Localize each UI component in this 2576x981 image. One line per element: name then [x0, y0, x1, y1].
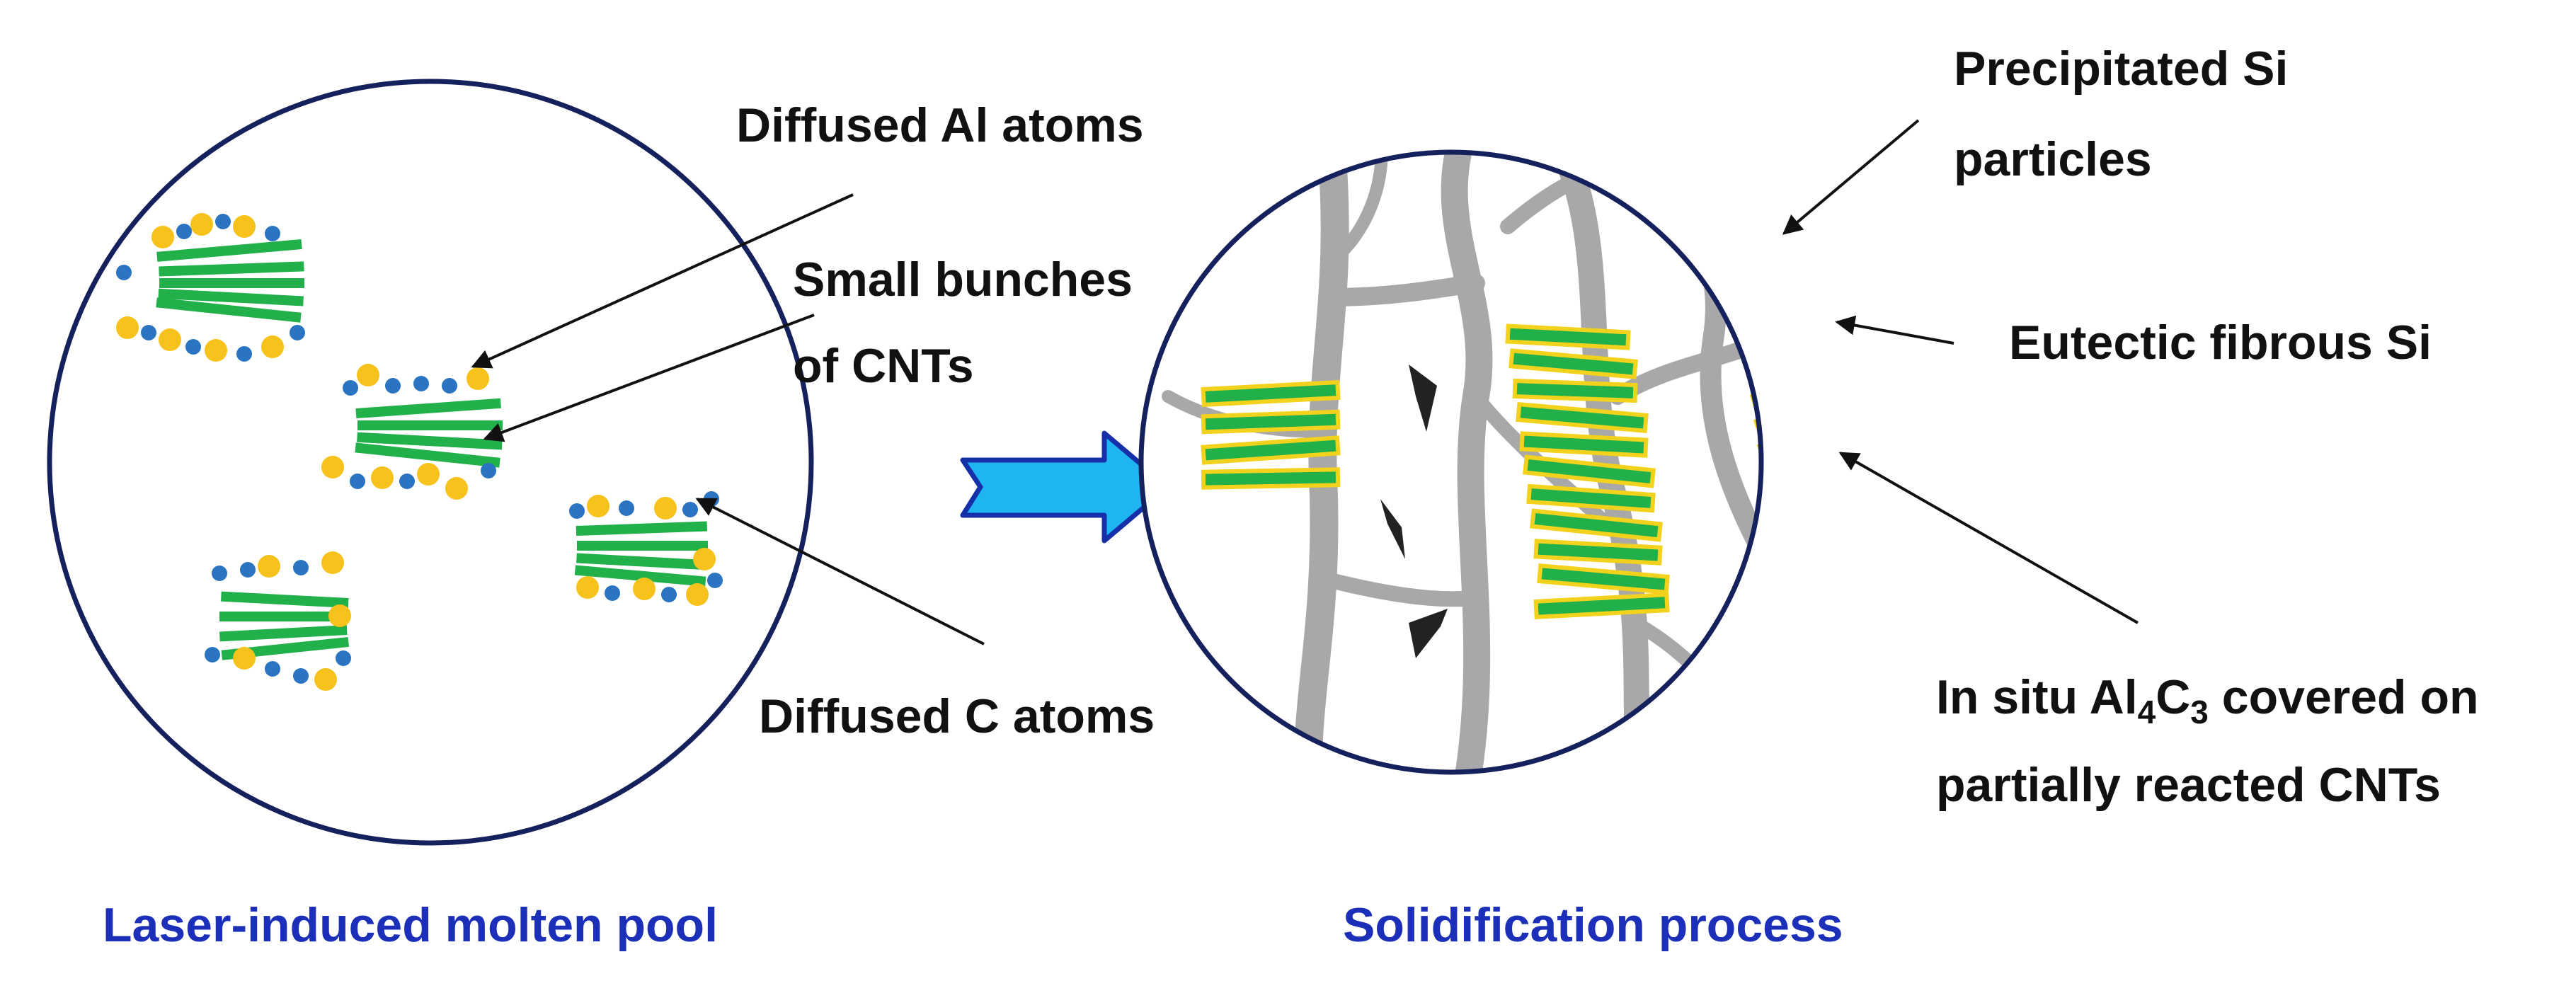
precipitated-si-pointer: [1782, 119, 1920, 235]
cnt-bunch: [116, 213, 305, 362]
label-particles: particles: [1954, 132, 2152, 186]
cnt-bunch: [205, 551, 351, 691]
al4c3-covered-cnts: [1201, 323, 1761, 619]
solidification-panel: Precipitated Si particles Eutectic fibro…: [1138, 42, 2479, 952]
right-arrow-icon: [960, 430, 1171, 544]
label-small-bunches: Small bunches: [793, 253, 1133, 306]
label-eutectic-si: Eutectic fibrous Si: [2009, 316, 2432, 369]
eutectic-si-pointer: [1835, 315, 1954, 345]
label-diffused-al: Diffused Al atoms: [736, 98, 1144, 152]
cnt-bunch-pointer: [483, 314, 815, 442]
solidification-circle-bg: [1141, 152, 1761, 772]
al4c3-pointer: [1838, 452, 2139, 624]
label-al4c3-line2: partially reacted CNTs: [1936, 758, 2441, 812]
caption-solidification: Solidification process: [1343, 898, 1843, 952]
al-atoms-pointer: [471, 193, 854, 369]
molten-pool-panel: Diffused Al atoms Small bunches of CNTs …: [47, 79, 1155, 952]
molten-pool-circle: [47, 79, 814, 846]
cnt-bunch: [321, 364, 503, 500]
label-diffused-c: Diffused C atoms: [759, 689, 1155, 743]
label-al4c3-line1: In situ Al4C3 covered on: [1936, 670, 2479, 730]
solidification-circle: [1138, 149, 1764, 775]
label-of-cnts: of CNTs: [793, 339, 974, 393]
c-atoms-pointer: [695, 498, 985, 646]
label-precipitated-si: Precipitated Si: [1954, 42, 2288, 96]
cnt-bunch: [569, 491, 723, 606]
caption-molten-pool: Laser-induced molten pool: [103, 898, 718, 952]
